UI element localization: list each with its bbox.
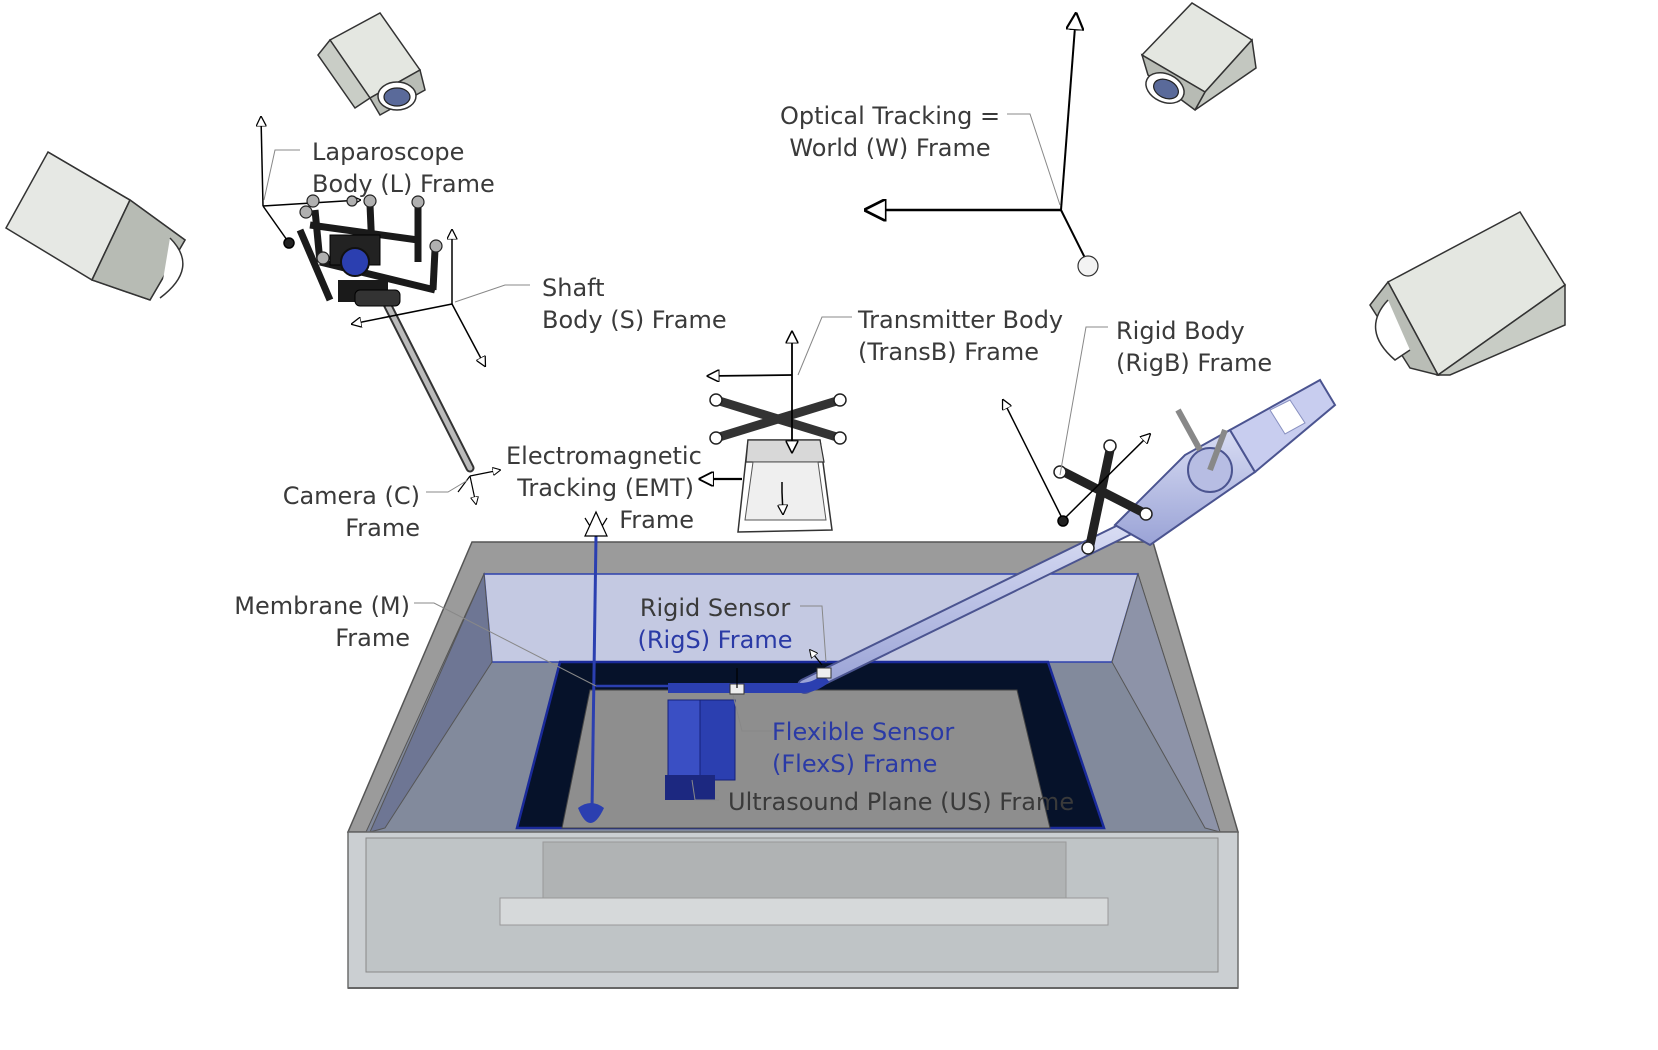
optical-tracking-label: Optical Tracking = World (W) Frame [780,102,1001,162]
rigid-body-markers [1053,439,1153,555]
rigid-sensor-frame-text: (RigS) Frame [637,626,793,654]
ultrasound-probe [665,378,1337,800]
optical-camera-top-left [317,12,426,117]
rigid-sensor-label: Rigid Sensor (RigS) Frame [630,592,800,656]
emt-frame-axes [700,479,783,514]
transmitter-label: Transmitter Body (TransB) Frame [858,306,1064,366]
em-transmitter [709,393,847,533]
camera-label: Camera (C) Frame [282,482,420,542]
rigid-body-label: Rigid Body (RigB) Frame [1116,317,1273,377]
laparoscope [296,194,475,473]
optical-camera-left [4,150,186,301]
rigid-sensor-frame-axes [810,650,823,666]
world-frame-axes [866,14,1099,277]
emt-label: Electromagnetic Tracking (EMT) Frame [506,442,702,534]
flexible-sensor-label: Flexible Sensor (FlexS) Frame [772,718,955,778]
shaft-frame-axes [352,230,485,366]
optical-camera-top-right [1140,2,1257,112]
ultrasound-label: Ultrasound Plane (US) Frame [728,788,1075,816]
shaft-label: Shaft Body (S) Frame [542,274,727,334]
optical-camera-right [1369,211,1567,377]
rigid-body-frame-axes [1003,400,1150,527]
leader-lines [263,113,1108,801]
membrane-label: Membrane (M) Frame [234,592,410,652]
camera-frame-axes [457,470,500,504]
transmitter-frame-axes [708,332,792,452]
laparoscope-label: Laparoscope Body (L) Frame [312,138,495,198]
water-tank [346,541,1240,989]
